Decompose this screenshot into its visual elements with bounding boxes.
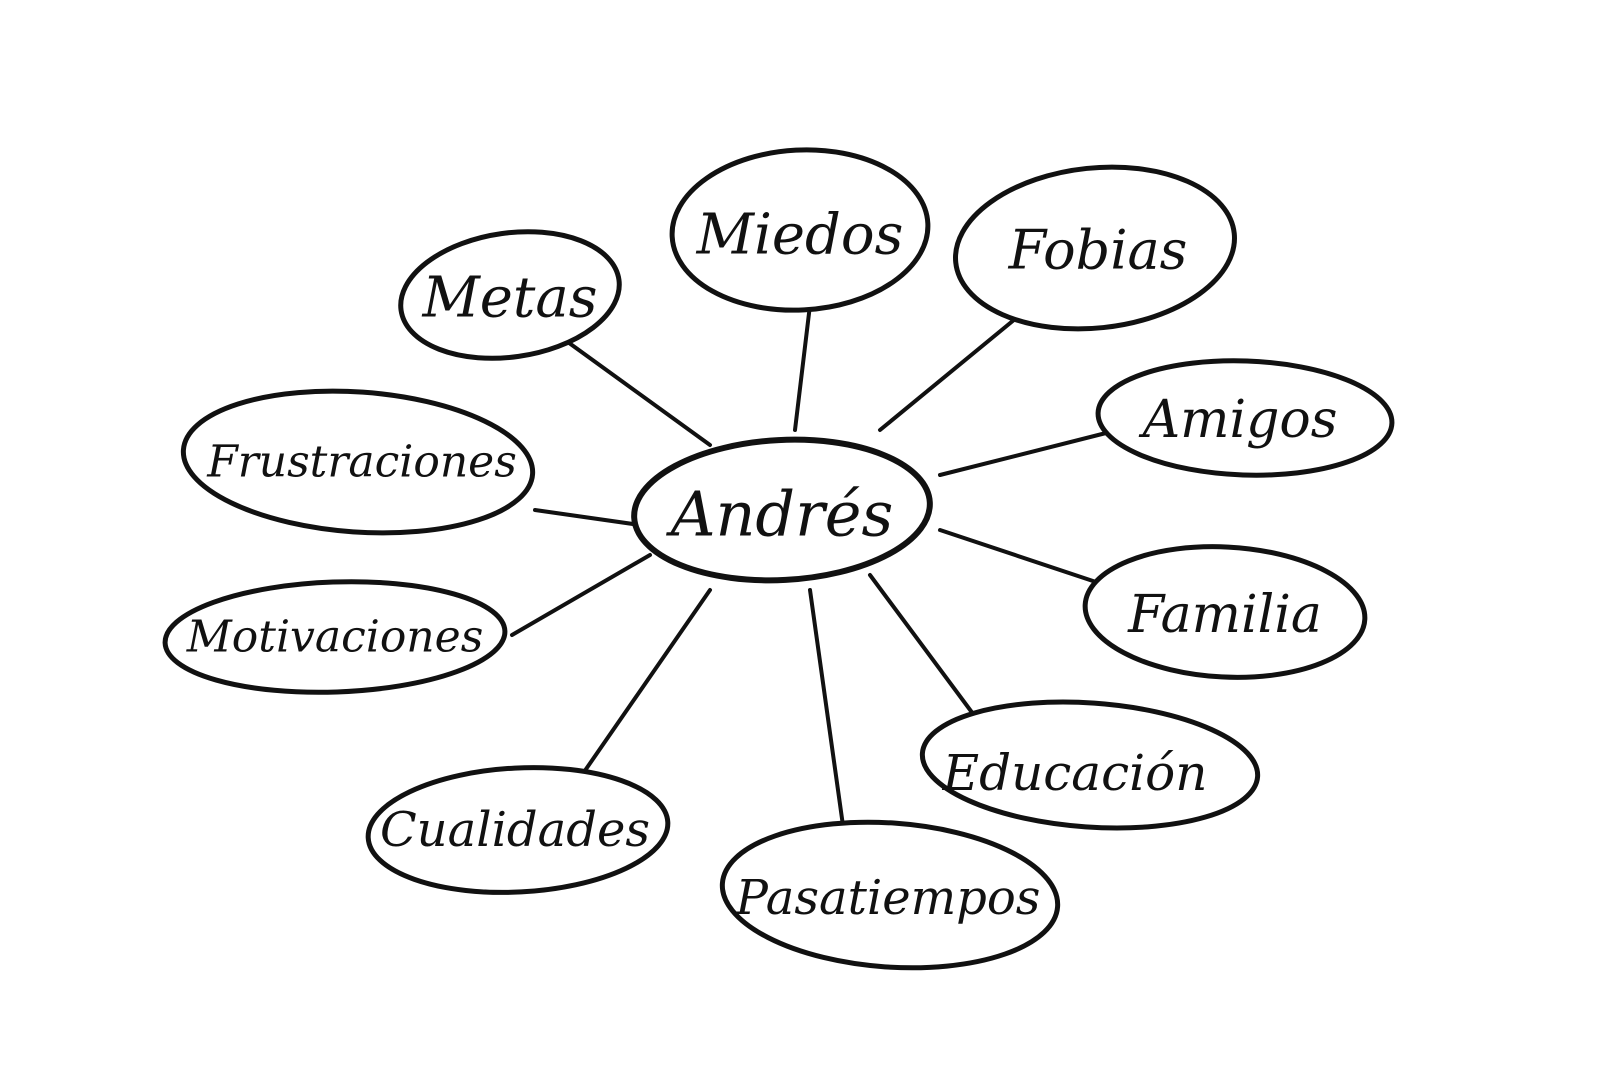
- connector-fobias: [878, 313, 1022, 432]
- connector-miedos: [793, 303, 812, 432]
- connector-amigos: [938, 430, 1112, 477]
- node-fobias: Fobias: [953, 164, 1237, 332]
- node-label: Pasatiempos: [735, 870, 1041, 926]
- node-motivaciones: Motivaciones: [162, 579, 508, 695]
- node-label: Miedos: [696, 203, 904, 268]
- node-label: Familia: [1127, 585, 1322, 645]
- connector-pasatiempos: [808, 588, 847, 842]
- node-miedos: Miedos: [669, 147, 931, 313]
- node-cualidades: Cualidades: [365, 765, 671, 895]
- connector-educacion: [868, 573, 987, 732]
- node-educacion: Educación: [919, 699, 1261, 831]
- node-pasatiempos: Pasatiempos: [719, 819, 1061, 971]
- node-amigos: Amigos: [1095, 358, 1395, 478]
- node-metas: Metas: [398, 229, 622, 361]
- node-label: Amigos: [1139, 390, 1338, 450]
- node-familia: Familia: [1082, 544, 1368, 680]
- node-label: Motivaciones: [186, 612, 484, 663]
- node-label: Frustraciones: [206, 437, 517, 488]
- center-node: Andrés: [631, 436, 933, 584]
- node-label: Educación: [942, 744, 1208, 802]
- connectors: [510, 303, 1112, 842]
- node-label: Fobias: [1008, 219, 1188, 282]
- connector-frustraciones: [533, 508, 642, 527]
- node-label: Cualidades: [380, 802, 650, 858]
- center-node-label: Andrés: [666, 478, 894, 551]
- node-frustraciones: Frustraciones: [180, 388, 536, 536]
- connector-cualidades: [573, 588, 712, 787]
- node-label: Metas: [421, 266, 597, 331]
- connector-motivaciones: [510, 553, 652, 637]
- connector-metas: [563, 338, 712, 447]
- connector-familia: [938, 528, 1107, 587]
